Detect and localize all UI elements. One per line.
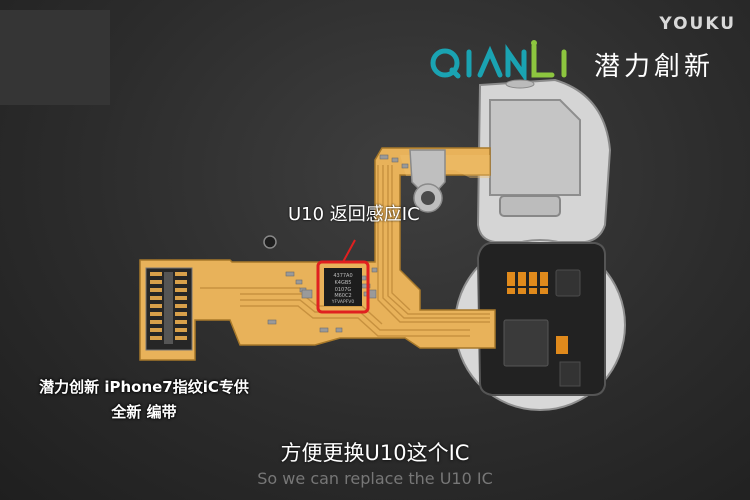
board-connector	[145, 267, 193, 351]
corner-patch	[0, 10, 110, 105]
promo-line-2: 全新 编带	[111, 403, 177, 421]
qianli-logo	[430, 40, 567, 83]
subtitle-english: So we can replace the U10 IC	[257, 469, 493, 488]
chip-marking-3: 0107G	[335, 287, 352, 293]
youku-watermark: YOUKU	[659, 14, 736, 34]
promo-caption: 潜力创新 iPhone7指纹iC专供 全新 编带	[34, 375, 254, 425]
u10-chip: 4377A0 K4GB5 0107G M60C2 YFVAPFV0	[316, 239, 370, 314]
chip-marking-1: 4377A0	[333, 273, 352, 279]
flex-pcb	[139, 147, 496, 361]
sensor-contact-pads	[507, 272, 548, 294]
chip-marking-4: M60C2	[334, 293, 351, 299]
u10-callout-label: U10 返回感应IC	[288, 204, 420, 225]
chip-marking-2: K4GB5	[335, 280, 352, 286]
home-button-bracket	[476, 78, 612, 243]
fingerprint-sensor	[454, 239, 626, 411]
callout-leader	[342, 239, 356, 263]
promo-line-1: 潜力创新 iPhone7指纹iC专供	[39, 378, 249, 396]
chip-marking-5: YFVAPFV0	[331, 299, 355, 305]
bracket-tab	[409, 149, 446, 213]
brand-chinese-name: 潜力創新	[594, 52, 715, 82]
subtitle-chinese: 方便更换U10这个IC	[280, 441, 470, 465]
